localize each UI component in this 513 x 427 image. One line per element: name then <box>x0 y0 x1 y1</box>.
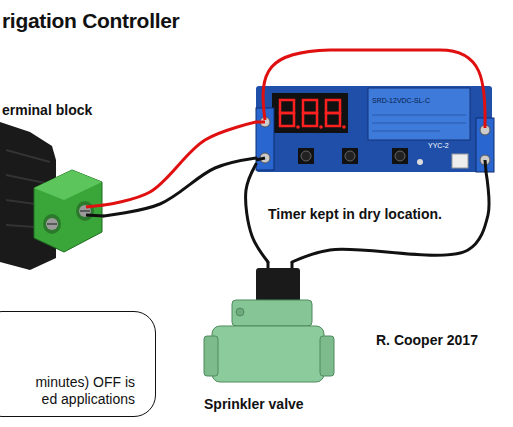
solenoid <box>256 268 300 302</box>
node-label: minutes) OFF is ed applications <box>25 374 135 408</box>
digit-segment <box>326 113 340 126</box>
wire-stub <box>86 205 104 207</box>
sprinkler-valve: Sprinkler valve <box>200 262 336 394</box>
part-number: SRD-12VDC-SL-C <box>372 97 430 105</box>
screw-slot <box>47 223 57 225</box>
node-label: Timer kept in dry location. <box>268 206 442 223</box>
wire <box>246 164 268 262</box>
relay-print <box>372 115 466 116</box>
wire-stub <box>485 160 486 172</box>
author-credit: R. Cooper 2017 <box>376 332 478 349</box>
led-display <box>272 93 348 133</box>
node-label: erminal block <box>2 102 92 119</box>
terminal-block-art <box>0 122 104 270</box>
screw-slot <box>80 210 90 212</box>
digit-dot <box>342 125 346 129</box>
digit-segment <box>280 113 294 126</box>
screw-hole <box>76 201 94 221</box>
button-cap <box>345 151 355 161</box>
led <box>417 159 423 165</box>
push-button <box>298 148 314 164</box>
digit-segment <box>326 100 340 113</box>
digit-segment <box>303 113 317 126</box>
digit-segment <box>280 100 294 113</box>
red-wire-loop <box>263 50 485 128</box>
valve-body <box>212 326 324 382</box>
relay-print <box>372 123 466 124</box>
timer-board-art <box>256 50 494 172</box>
push-button <box>342 148 358 164</box>
node-label: Sprinkler valve <box>204 396 304 413</box>
board-marking: YYC-2 <box>428 142 449 150</box>
valve-outlet <box>320 336 334 376</box>
valve-art <box>204 262 334 382</box>
digit-dot <box>319 125 323 129</box>
push-button <box>392 148 408 164</box>
valve-bonnet <box>232 300 312 326</box>
digit-segment <box>303 100 317 113</box>
wire <box>104 158 256 216</box>
terminal-top <box>34 170 102 200</box>
button-cap <box>395 151 405 161</box>
circuit-board <box>256 86 492 172</box>
digit-dot <box>296 125 300 129</box>
relay-print <box>372 131 440 132</box>
screw-hole <box>43 214 61 234</box>
diagram-title: rigation Controller <box>2 8 179 33</box>
valve-inlet <box>204 336 218 376</box>
relay <box>368 88 470 140</box>
connector <box>452 154 468 168</box>
note-box: minutes) OFF is ed applications <box>0 311 156 417</box>
button-cap <box>301 151 311 161</box>
wire-stub <box>86 215 104 216</box>
terminal-green <box>34 170 102 252</box>
screw <box>46 218 58 230</box>
terminal-block: erminal block <box>0 100 104 270</box>
bleed-screw <box>236 308 244 316</box>
